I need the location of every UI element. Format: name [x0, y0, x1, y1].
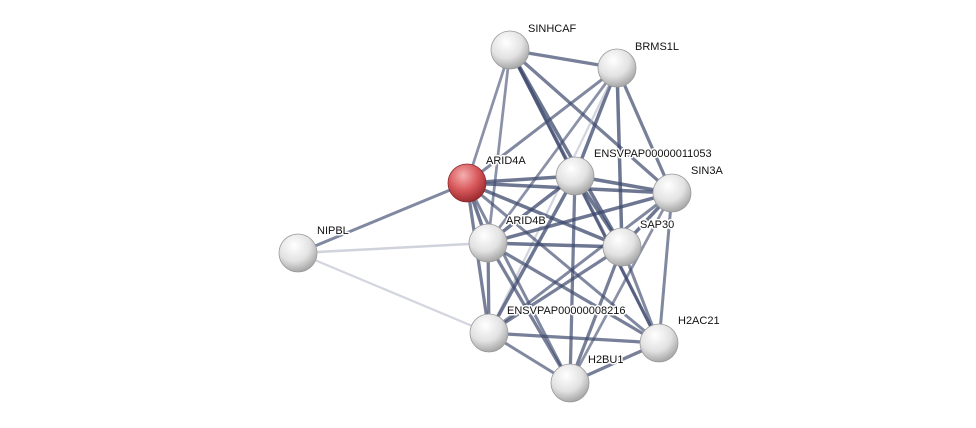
node-label: ENSVPAP00000011053 [594, 148, 712, 160]
node-sphere[interactable] [602, 227, 642, 267]
edge-nipbl-ensvpap00000008216[interactable] [297, 251, 490, 335]
node-label: H2BU1 [588, 354, 623, 366]
edge-arid4b-sap30[interactable] [487, 241, 623, 249]
node-sphere[interactable] [652, 173, 692, 213]
node-label: ARID4B [506, 215, 546, 227]
edge-brms1l-arid4a[interactable] [466, 66, 618, 185]
node-arid4b[interactable]: ARID4B [468, 214, 547, 263]
node-ensvpap00000008216[interactable]: ENSVPAP00000008216 [469, 304, 627, 353]
node-ensvpap00000011053[interactable]: ENSVPAP00000011053 [555, 147, 713, 196]
edge-brms1l-ensvpap00000008216[interactable] [487, 67, 619, 334]
nodes: SINHCAF BRMS1L ARID4A ENSVPAP00000011053SIN… [278, 22, 725, 403]
edge-sin3a-h2bu1[interactable] [568, 192, 674, 384]
edge-sap30-ensvpap00000008216[interactable] [488, 245, 623, 335]
node-sphere[interactable] [469, 313, 509, 353]
edge-ensvpap00000011053-ensvpap00000008216[interactable] [487, 175, 577, 334]
query-node-sphere[interactable] [447, 163, 487, 203]
edge-brms1l-arid4b[interactable] [486, 67, 619, 244]
edge-brms1l-sin3a[interactable] [615, 67, 674, 194]
edge-ensvpap00000008216-h2ac21[interactable] [488, 331, 660, 345]
node-sphere[interactable] [597, 48, 637, 88]
edge-arid4b-h2ac21[interactable] [487, 241, 660, 345]
node-label: SAP30 [640, 219, 674, 231]
edge-brms1l-sap30[interactable] [615, 67, 624, 248]
node-label: ENSVPAP00000008216 [507, 305, 625, 317]
edge-sinhcaf-arid4a[interactable] [465, 49, 512, 184]
edge-arid4a-h2ac21[interactable] [466, 181, 660, 345]
edge-sinhcaf-sap30[interactable] [508, 49, 624, 248]
node-nipbl[interactable]: NIPBL [278, 224, 350, 273]
edge-nipbl-arid4b[interactable] [297, 241, 489, 255]
node-sphere[interactable] [550, 363, 590, 403]
node-sphere[interactable] [555, 156, 595, 196]
node-sphere[interactable] [468, 223, 508, 263]
edge-arid4a-sap30[interactable] [466, 181, 623, 249]
edge-sin3a-h2ac21[interactable] [657, 192, 674, 344]
edge-sin3a-ensvpap00000008216[interactable] [488, 191, 673, 335]
node-sap30[interactable]: SAP30 [602, 218, 676, 267]
node-sphere[interactable] [490, 30, 530, 70]
node-h2bu1[interactable]: H2BU1 [550, 353, 625, 403]
edge-arid4a-nipbl[interactable] [297, 181, 468, 255]
node-label: ARID4A [486, 155, 526, 167]
node-label: BRMS1L [635, 41, 679, 53]
node-label: NIPBL [317, 225, 349, 237]
edge-arid4a-h2bu1[interactable] [465, 182, 572, 384]
node-label: SIN3A [691, 165, 723, 177]
node-sinhcaf[interactable]: SINHCAF [490, 22, 578, 70]
node-label: SINHCAF [528, 23, 577, 35]
edge-sap30-h2bu1[interactable] [568, 246, 624, 384]
node-sin3a[interactable]: SIN3A [652, 164, 725, 213]
node-sphere[interactable] [639, 323, 679, 363]
node-h2ac21[interactable]: H2AC21 [639, 314, 721, 363]
edge-sinhcaf-arid4b[interactable] [486, 49, 512, 244]
node-brms1l[interactable]: BRMS1L [597, 40, 681, 88]
node-label: H2AC21 [678, 315, 720, 327]
edge-sin3a-arid4b[interactable] [487, 191, 673, 245]
edge-arid4b-h2bu1[interactable] [486, 242, 572, 384]
node-sphere[interactable] [278, 233, 318, 273]
node-arid4a[interactable]: ARID4A [447, 154, 528, 203]
